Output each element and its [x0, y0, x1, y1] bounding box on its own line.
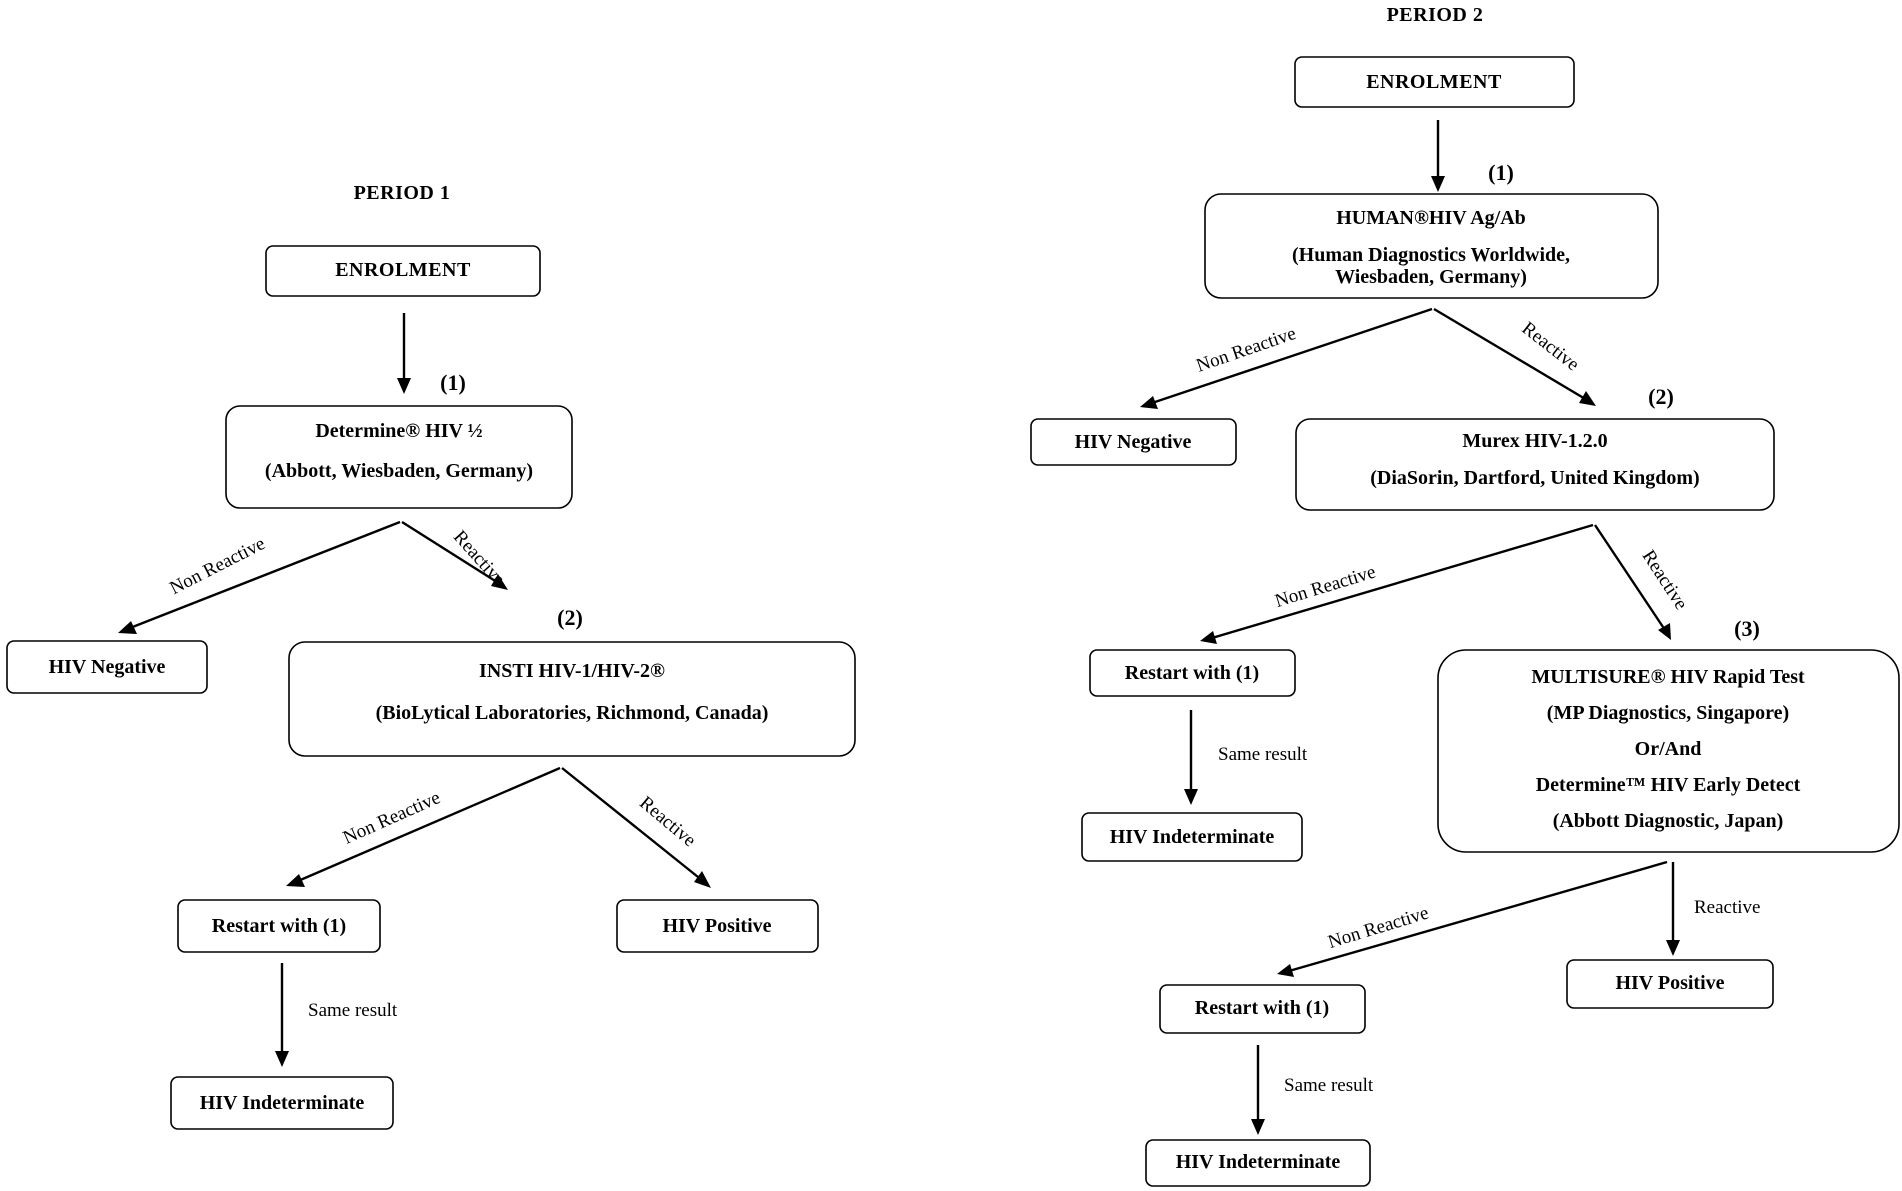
p1-test1-box [225, 405, 573, 509]
p2-test2-name: Murex HIV-1.2.0 [1462, 430, 1607, 452]
p2-restart-b-label: Restart with (1) [1195, 997, 1329, 1019]
p2-test3-alt-maker: (Abbott Diagnostic, Japan) [1553, 810, 1784, 832]
p2-edge-reactive-3: Reactive [1694, 897, 1760, 918]
p2-hiv-indeterminate-a-label: HIV Indeterminate [1110, 826, 1275, 848]
p2-arrow-test1-reactive [1433, 307, 1588, 402]
p2-arrow-test1-nonreactive [1151, 307, 1433, 405]
p1-restart-box [177, 899, 381, 953]
period-1-flowchart: PERIOD 1 ENROLMENT (1) Determine® HIV ½ … [6, 182, 856, 1130]
p2-restart-a-box [1089, 649, 1296, 697]
p2-test3-or-and: Or/And [1635, 738, 1702, 760]
p1-arrow-test2-reactive [561, 767, 704, 882]
p2-arrowhead-negative [1140, 396, 1158, 409]
p1-step1-number: (1) [440, 370, 466, 395]
p1-hiv-negative-box [6, 640, 208, 694]
p1-test2-box [288, 641, 856, 757]
p2-arrowhead-reactive-1 [1579, 391, 1596, 406]
p2-hiv-indeterminate-b-box [1145, 1139, 1371, 1187]
p1-hiv-indeterminate-box [170, 1076, 394, 1130]
p2-test2-maker: (DiaSorin, Dartford, United Kingdom) [1370, 467, 1699, 489]
p2-edge-non-reactive-1: Non Reactive [1194, 323, 1299, 377]
p2-arrowhead-indeterminate-a [1184, 789, 1198, 805]
p1-test2-maker: (BioLytical Laboratories, Richmond, Cana… [376, 702, 769, 724]
p2-same-result-b-label: Same result [1284, 1075, 1374, 1096]
p2-arrowhead-restart-a [1200, 631, 1217, 644]
p2-edge-reactive-2: Reactive [1638, 546, 1692, 613]
p2-hiv-positive-box [1566, 959, 1774, 1009]
p2-arrowhead-reactive-2 [1658, 623, 1671, 640]
p2-hiv-indeterminate-a-box [1081, 812, 1303, 862]
p2-arrowhead-positive [1666, 940, 1680, 956]
p2-test3-maker: (MP Diagnostics, Singapore) [1547, 702, 1789, 724]
p2-arrowhead-restart-b [1277, 964, 1294, 977]
p2-test1-name: HUMAN®HIV Ag/Ab [1336, 207, 1526, 229]
p1-hiv-indeterminate-label: HIV Indeterminate [200, 1092, 365, 1114]
p1-hiv-positive-label: HIV Positive [662, 915, 771, 937]
p1-arrowhead-enrolment [397, 378, 411, 394]
p2-test3-box [1437, 649, 1900, 853]
p1-enrolment-box [265, 245, 541, 297]
p2-step1-number: (1) [1488, 160, 1514, 185]
p2-same-result-a-label: Same result [1218, 744, 1308, 765]
p2-edge-reactive-1: Reactive [1518, 318, 1583, 375]
p1-arrow-test1-reactive [401, 520, 501, 586]
p2-hiv-positive-label: HIV Positive [1615, 972, 1724, 994]
p2-hiv-indeterminate-b-label: HIV Indeterminate [1176, 1151, 1341, 1173]
p2-hiv-negative-label: HIV Negative [1075, 431, 1192, 453]
p2-test1-maker-line1: (Human Diagnostics Worldwide, [1292, 244, 1570, 266]
p1-enrolment-label: ENROLMENT [335, 259, 471, 281]
p2-test2-box [1295, 418, 1775, 511]
period-2-flowchart: PERIOD 2 ENROLMENT (1) HUMAN®HIV Ag/Ab (… [1030, 4, 1900, 1187]
p1-arrowhead-restart [286, 874, 305, 887]
p2-test1-maker-line2: Wiesbaden, Germany) [1335, 266, 1527, 288]
p2-arrow-test3-nonreactive [1288, 860, 1668, 973]
p1-edge-reactive-2: Reactive [635, 792, 699, 851]
p1-test1-maker: (Abbott, Wiesbaden, Germany) [265, 460, 533, 482]
p1-test2-name: INSTI HIV-1/HIV-2® [479, 660, 665, 682]
p2-arrowhead-indeterminate-b [1251, 1119, 1265, 1135]
p2-arrow-test2-nonreactive [1211, 523, 1594, 640]
p1-step2-number: (2) [557, 605, 583, 630]
p2-test1-box [1204, 193, 1659, 299]
p2-restart-b-box [1159, 984, 1366, 1034]
p2-test3-name: MULTISURE® HIV Rapid Test [1531, 666, 1805, 688]
p2-enrolment-box [1294, 56, 1575, 108]
p1-arrow-test2-nonreactive [297, 766, 561, 883]
p1-hiv-negative-label: HIV Negative [49, 656, 166, 678]
p2-arrow-test2-reactive [1594, 524, 1666, 631]
p2-step2-number: (2) [1648, 384, 1674, 409]
p1-hiv-positive-box [616, 899, 819, 953]
p2-restart-a-label: Restart with (1) [1125, 662, 1259, 684]
p2-arrowhead-enrolment [1431, 176, 1445, 192]
p1-arrowhead-negative [118, 621, 137, 634]
p1-edge-non-reactive-1: Non Reactive [166, 533, 268, 599]
p1-arrowhead-positive [694, 871, 711, 888]
p1-arrowhead-reactive-1 [491, 574, 508, 590]
period-2-title: PERIOD 2 [1387, 4, 1484, 26]
p2-enrolment-label: ENROLMENT [1366, 71, 1502, 93]
p1-restart-label: Restart with (1) [212, 915, 346, 937]
p2-hiv-negative-box [1030, 418, 1237, 466]
p1-same-result-label: Same result [308, 1000, 398, 1021]
p1-test1-name: Determine® HIV ½ [315, 420, 482, 442]
p2-step3-number: (3) [1734, 616, 1760, 641]
p1-arrow-test1-nonreactive [129, 520, 401, 630]
p2-test3-alt-name: Determine™ HIV Early Detect [1536, 774, 1801, 796]
p1-arrowhead-indeterminate [275, 1051, 289, 1067]
period-1-title: PERIOD 1 [354, 182, 451, 204]
